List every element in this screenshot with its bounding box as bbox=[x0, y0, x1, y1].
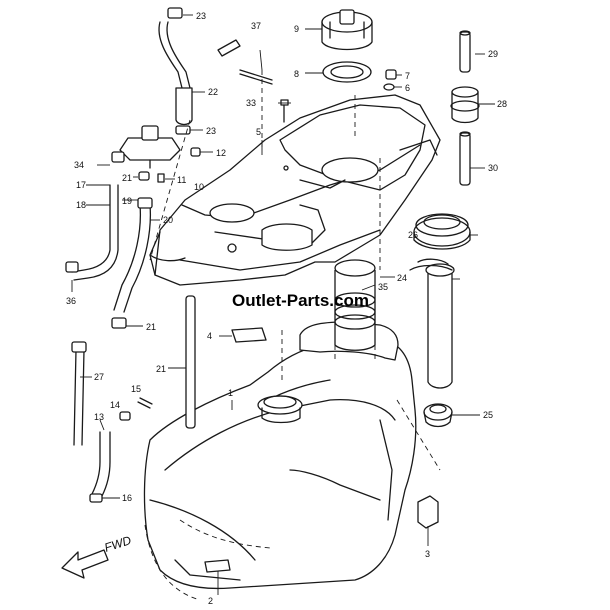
callout-36: 35 bbox=[378, 282, 388, 292]
callout-7: 7 bbox=[405, 71, 410, 81]
callout-17: 17 bbox=[76, 180, 86, 190]
callout-27: 25 bbox=[483, 410, 493, 420]
part-29-grommet bbox=[450, 86, 480, 124]
leader-lines bbox=[71, 14, 495, 595]
callout-11: 11 bbox=[177, 175, 186, 185]
callout-18: 18 bbox=[76, 200, 86, 210]
part-23-clamp-top bbox=[167, 7, 183, 19]
forward-direction-arrow: FWD bbox=[61, 533, 134, 579]
part-12-nut bbox=[190, 147, 201, 157]
callout-35: 36 bbox=[66, 296, 76, 306]
part-13-hose bbox=[91, 431, 111, 497]
callout-23-lower: 23 bbox=[206, 126, 216, 136]
callout-20: 20 bbox=[163, 215, 173, 225]
callout-23-top: 23 bbox=[196, 11, 206, 21]
part-16-clamp bbox=[89, 493, 103, 503]
callout-13: 13 bbox=[94, 412, 104, 422]
part-27-grommet bbox=[423, 403, 453, 428]
callout-4: 4 bbox=[207, 331, 212, 341]
part-24-tube bbox=[185, 295, 196, 429]
part-26-drain-tube bbox=[409, 258, 455, 389]
callout-28: 26 bbox=[408, 230, 418, 240]
callout-15: 15 bbox=[131, 384, 141, 394]
callout-6: 6 bbox=[405, 83, 410, 93]
part-22-hose bbox=[158, 21, 193, 126]
part-14-clip bbox=[119, 411, 131, 421]
callout-26: 24 bbox=[397, 273, 407, 283]
part-25-tube bbox=[71, 341, 87, 446]
fuel-tank-body bbox=[143, 321, 417, 601]
part-7-nut bbox=[385, 69, 397, 80]
callout-8: 8 bbox=[294, 69, 299, 79]
part-28-ring bbox=[413, 213, 471, 250]
part-3-cushion bbox=[417, 495, 439, 529]
guide-lines bbox=[149, 70, 441, 471]
part-9-fuel-cap bbox=[321, 9, 373, 51]
callout-24: 21 bbox=[156, 364, 166, 374]
part-8-gasket bbox=[322, 61, 372, 83]
callout-30: 29 bbox=[488, 49, 498, 59]
callout-19: 19 bbox=[122, 196, 132, 206]
part-37-fastener bbox=[217, 39, 273, 85]
part-21-clamp-top bbox=[138, 171, 150, 181]
callout-22: 22 bbox=[208, 87, 218, 97]
part-30-tube bbox=[459, 30, 471, 73]
callout-21-lower: 21 bbox=[146, 322, 156, 332]
callout-16: 16 bbox=[122, 493, 132, 503]
part-11-screw bbox=[157, 173, 165, 183]
part-6-washer bbox=[383, 83, 395, 91]
callout-14: 14 bbox=[110, 400, 120, 410]
callout-34: 34 bbox=[74, 160, 84, 170]
part-18-hose bbox=[71, 184, 119, 281]
callout-25: 27 bbox=[94, 372, 104, 382]
watermark-text: Outlet-Parts.com bbox=[232, 291, 369, 310]
callout-1: 1 bbox=[228, 388, 233, 398]
callout-29: 28 bbox=[497, 99, 507, 109]
part-35-clamp bbox=[65, 261, 79, 273]
callout-labels: 23 22 23 12 11 10 20 21 37 33 5 9 8 7 6 … bbox=[66, 11, 507, 606]
part-10-valve bbox=[111, 125, 181, 169]
filler-tube bbox=[334, 259, 376, 360]
callout-21-top: 21 bbox=[122, 173, 132, 183]
callout-2: 2 bbox=[208, 596, 213, 606]
callout-31: 30 bbox=[488, 163, 498, 173]
callout-37: 37 bbox=[251, 21, 261, 31]
part-15-screw bbox=[137, 397, 153, 409]
callout-9: 9 bbox=[294, 24, 299, 34]
callout-5: 5 bbox=[256, 127, 261, 137]
tank-cover-frame bbox=[149, 94, 441, 286]
part-4-pad bbox=[231, 327, 267, 343]
callout-3: 3 bbox=[425, 549, 430, 559]
part-33-bolt bbox=[280, 99, 289, 123]
callout-12: 12 bbox=[216, 148, 226, 158]
part-31-tube bbox=[459, 131, 471, 186]
forward-direction-label: FWD bbox=[103, 533, 134, 555]
callout-10: 10 bbox=[194, 182, 204, 192]
callout-33: 33 bbox=[246, 98, 256, 108]
part-2-pad bbox=[204, 559, 231, 573]
part-20-hose bbox=[113, 197, 153, 313]
part-21-clamp-lower bbox=[111, 317, 127, 329]
part-23-clamp-lower bbox=[175, 125, 191, 135]
